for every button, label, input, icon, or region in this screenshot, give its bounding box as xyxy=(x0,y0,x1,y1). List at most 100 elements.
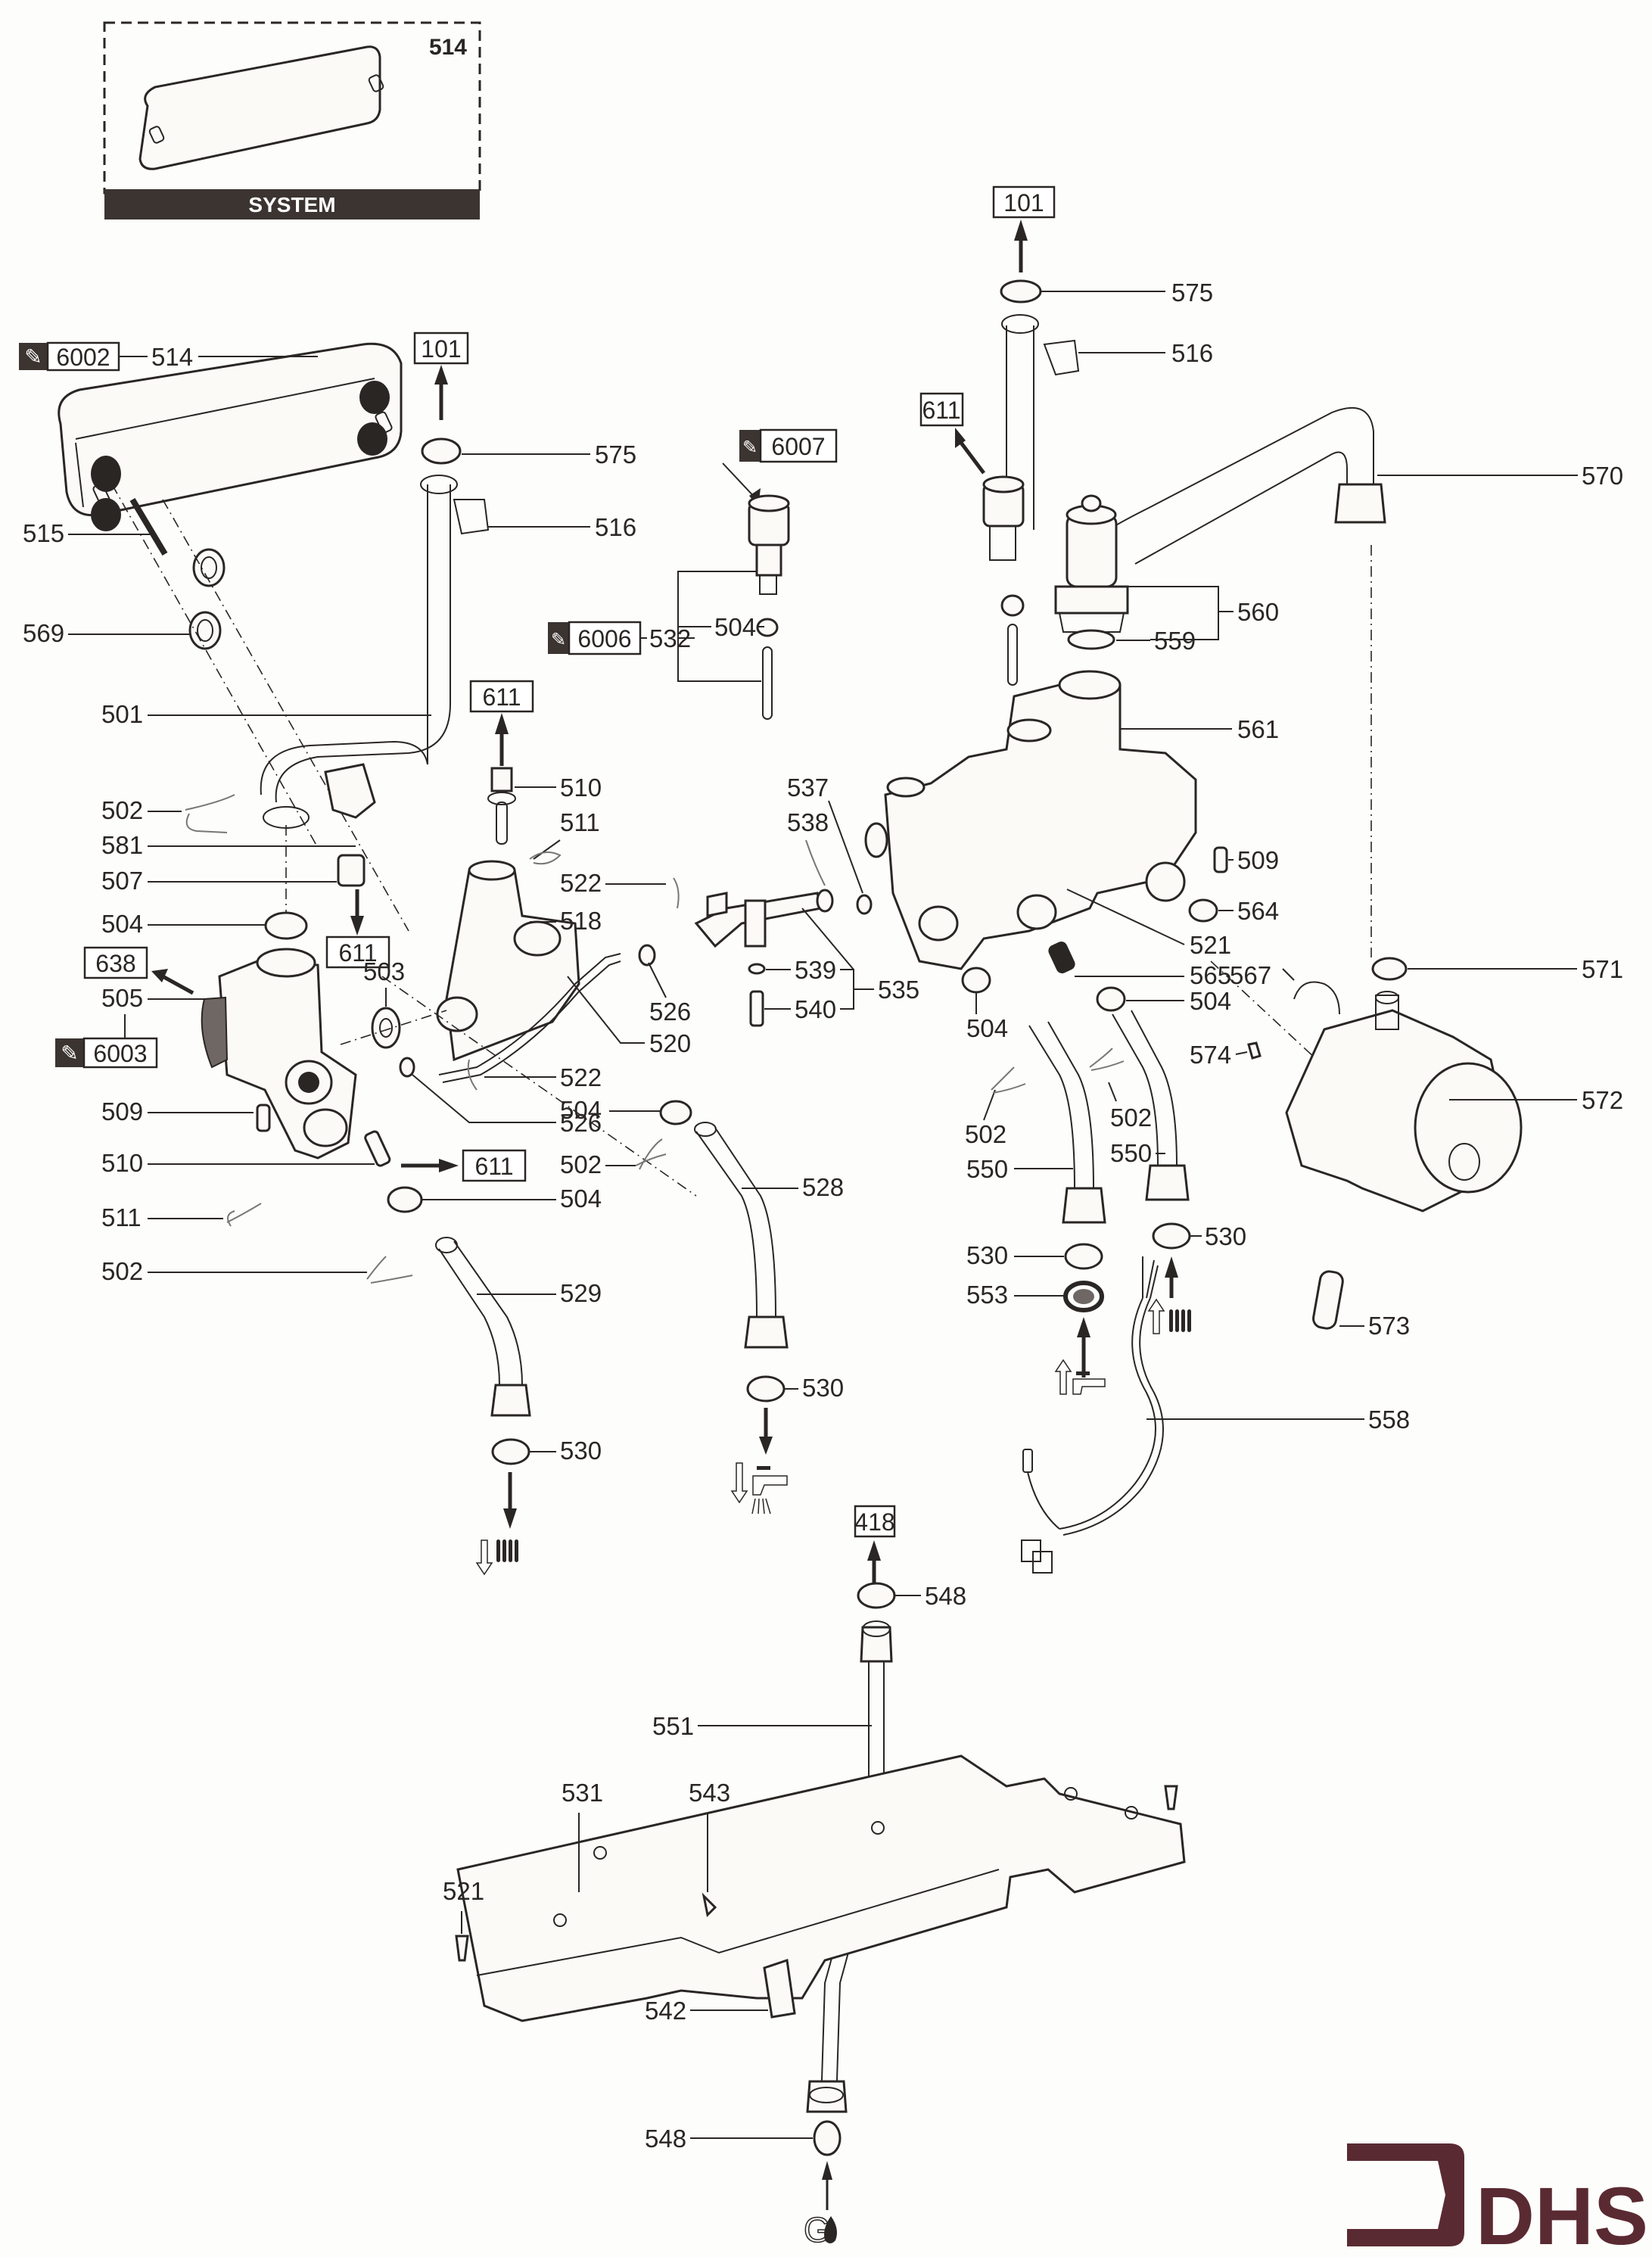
clip-516[interactable] xyxy=(453,499,490,535)
washer-530[interactable] xyxy=(746,1375,786,1402)
label-502-d: 502 xyxy=(965,1120,1006,1148)
nut xyxy=(1062,1187,1106,1224)
air-vent-560[interactable] xyxy=(1054,494,1129,633)
label-528: 528 xyxy=(802,1173,844,1201)
washer-548[interactable] xyxy=(857,1582,896,1609)
mounting-bracket-531[interactable] xyxy=(456,1754,1186,2022)
clip-502[interactable] xyxy=(185,794,235,833)
svg-text:638: 638 xyxy=(95,950,135,977)
sensor-valve[interactable] xyxy=(982,475,1025,561)
valve-540[interactable] xyxy=(749,990,764,1027)
sensor-510[interactable] xyxy=(364,1130,391,1167)
seal-washer[interactable] xyxy=(192,548,226,587)
pipe-550[interactable] xyxy=(1112,1010,1178,1166)
washer-526[interactable] xyxy=(638,944,656,967)
clip-511[interactable] xyxy=(529,851,562,865)
screw-521[interactable] xyxy=(1164,1785,1178,1810)
kit-6003[interactable]: ✎ 6003 xyxy=(55,1037,158,1069)
filter-565[interactable] xyxy=(1047,939,1077,975)
seal-washer-569[interactable] xyxy=(188,611,222,650)
air-vent-509[interactable] xyxy=(256,1104,271,1132)
label-502-a: 502 xyxy=(101,796,143,824)
clip-502[interactable] xyxy=(366,1256,413,1284)
ref-box-611-right[interactable]: 611 xyxy=(919,392,964,427)
washer-530[interactable] xyxy=(1064,1243,1103,1270)
pipe-501[interactable] xyxy=(275,484,451,803)
screw-543[interactable] xyxy=(702,1892,717,1918)
clip-538[interactable] xyxy=(805,839,826,886)
safety-valve-532[interactable] xyxy=(748,494,790,595)
ref-box-611-left[interactable]: 611 xyxy=(325,935,390,969)
clip-502[interactable] xyxy=(991,1066,1026,1094)
seal-559[interactable] xyxy=(1067,629,1115,650)
diverter-valve-505[interactable] xyxy=(201,948,357,1160)
clip-516[interactable] xyxy=(1043,339,1080,376)
bracket-581[interactable] xyxy=(324,763,376,819)
capacitor-573[interactable] xyxy=(1312,1270,1345,1330)
clip-502[interactable] xyxy=(1089,1048,1125,1071)
filter-553[interactable] xyxy=(1063,1281,1104,1312)
cable-558[interactable] xyxy=(1059,1297,1156,1530)
plate-heat-exchanger[interactable] xyxy=(58,342,403,531)
connector xyxy=(1032,1551,1053,1574)
svg-text:6002: 6002 xyxy=(56,344,110,371)
o-ring[interactable] xyxy=(1000,594,1025,617)
kit-6002[interactable]: ✎ 6002 xyxy=(19,341,120,372)
kit-6006[interactable]: ✎ 6006 xyxy=(548,621,642,655)
o-ring-504[interactable] xyxy=(659,1100,692,1125)
ref-box-638[interactable]: 638 xyxy=(83,946,148,979)
clip-502[interactable] xyxy=(635,1138,667,1170)
svg-text:101: 101 xyxy=(421,335,461,363)
port xyxy=(357,422,387,456)
pipe-528[interactable] xyxy=(695,1127,776,1318)
o-ring-504[interactable] xyxy=(264,911,308,940)
kit-6007[interactable]: ✎ 6007 xyxy=(739,428,838,463)
nut-574[interactable] xyxy=(1247,1041,1262,1060)
ref-box-101-right[interactable]: 101 xyxy=(992,185,1056,219)
ref-box-101-left[interactable]: 101 xyxy=(413,332,469,365)
circulation-pump-572[interactable] xyxy=(1285,991,1523,1213)
o-ring-575[interactable] xyxy=(421,437,462,465)
clip-522[interactable] xyxy=(467,1059,478,1091)
clip-542[interactable] xyxy=(763,1959,796,2019)
washer-537[interactable] xyxy=(856,894,873,915)
pipe-550[interactable] xyxy=(1028,1021,1094,1189)
clip-511[interactable] xyxy=(226,1203,262,1227)
washer-571[interactable] xyxy=(1371,957,1408,981)
pipe-529[interactable] xyxy=(438,1241,523,1386)
hydraulic-block-561[interactable] xyxy=(864,670,1197,970)
washer-503[interactable] xyxy=(371,1007,401,1049)
sensor-510[interactable] xyxy=(490,767,513,792)
ref-box-611-upper-left[interactable]: 611 xyxy=(469,680,534,713)
clip-567[interactable] xyxy=(1293,981,1340,1015)
washer-530[interactable] xyxy=(491,1438,530,1465)
label-507: 507 xyxy=(101,867,143,895)
screw-521[interactable] xyxy=(455,1935,469,1962)
pipe-101[interactable] xyxy=(1006,325,1034,530)
air-vent-509[interactable] xyxy=(1213,846,1228,873)
svg-text:611: 611 xyxy=(338,939,377,967)
o-ring-504[interactable] xyxy=(387,1186,423,1213)
o-ring-539[interactable] xyxy=(748,963,766,975)
label-530-c: 530 xyxy=(966,1241,1008,1269)
o-ring-575[interactable] xyxy=(1000,279,1042,304)
label-574: 574 xyxy=(1190,1041,1231,1069)
o-ring-564[interactable] xyxy=(1188,898,1218,923)
o-ring-504[interactable] xyxy=(1096,986,1126,1012)
o-ring-504[interactable] xyxy=(961,967,991,994)
label-520: 520 xyxy=(649,1029,691,1057)
sensor-507[interactable] xyxy=(337,854,366,887)
bolt-515[interactable] xyxy=(129,497,168,556)
label-540: 540 xyxy=(795,995,836,1023)
washer-548[interactable] xyxy=(813,2120,842,2156)
label-510-bottom: 510 xyxy=(101,1149,143,1177)
clip-522[interactable] xyxy=(673,877,680,909)
filling-loop-535[interactable] xyxy=(694,889,834,948)
pipe-570[interactable] xyxy=(1108,406,1374,565)
pipe-end xyxy=(263,806,310,829)
washer-530[interactable] xyxy=(1152,1222,1191,1250)
nut xyxy=(806,2080,848,2113)
ref-box-418[interactable]: 418 xyxy=(854,1505,896,1538)
ref-box-611-lower-left[interactable]: 611 xyxy=(462,1149,527,1182)
washer-526[interactable] xyxy=(399,1057,415,1078)
